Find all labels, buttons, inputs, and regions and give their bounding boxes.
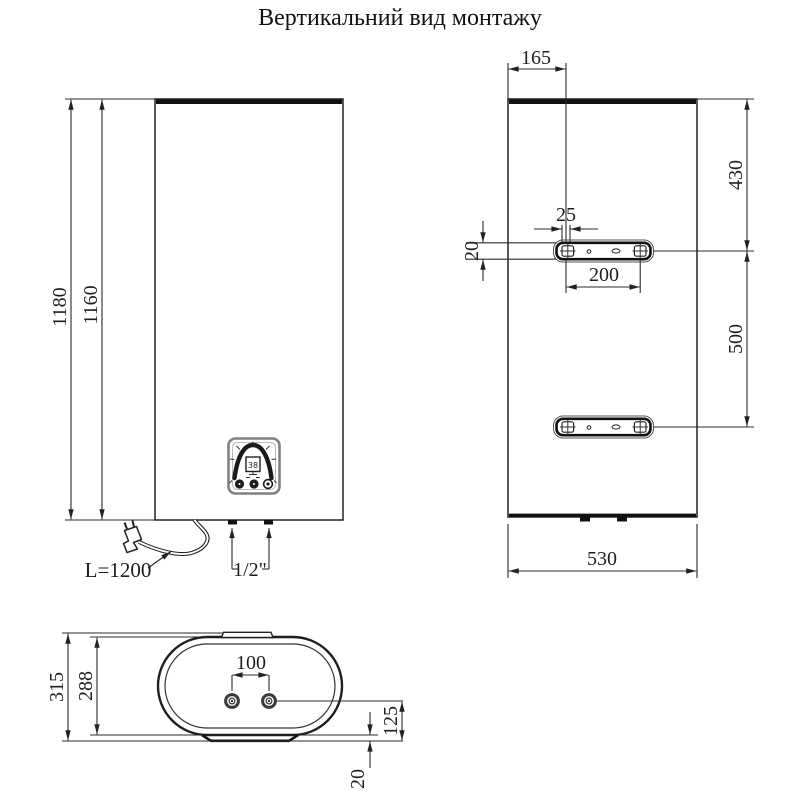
front-view: 38: [49, 98, 344, 582]
side-body: [507, 98, 698, 518]
panel-inner-frame: [232, 442, 276, 490]
pipe-stub-right: [264, 520, 273, 525]
cable-length-label: L=1200: [85, 558, 152, 582]
front-dimensions: 1180 1160 L=1200 1/2": [49, 98, 272, 582]
pipe-stub-left: [228, 520, 237, 525]
dim-hook-width: 25: [556, 204, 576, 226]
page-title: Вертикальний вид монтажу: [258, 5, 542, 31]
dim-body-height: 1160: [80, 285, 102, 324]
dim-body-depth: 288: [75, 671, 97, 701]
back-tab: [220, 631, 275, 639]
side-view: 165 25: [461, 47, 754, 578]
pipe-connection-left: [224, 693, 240, 709]
dim-foot-offset: 20: [347, 769, 369, 789]
display-value: 38: [248, 461, 258, 470]
gauge-arc: [232, 442, 274, 481]
upper-mounting-bracket: [553, 239, 654, 263]
dim-pipe-offset: 125: [380, 706, 402, 736]
side-pipe-stub-left: [580, 517, 590, 522]
pipe-size-label: 1/2": [233, 559, 267, 581]
pipe-connection-right: [261, 693, 277, 709]
dim-hole-spacing: 200: [589, 264, 619, 286]
dim-overall-height: 1180: [49, 287, 71, 326]
tank-inner-outline: [164, 643, 336, 729]
dim-top-to-bracket: 430: [725, 160, 747, 190]
lower-mounting-bracket: [553, 415, 654, 439]
dim-overall-depth: 315: [46, 672, 68, 702]
control-panel: 38: [227, 437, 281, 495]
dim-width: 530: [587, 548, 617, 570]
power-cable: [138, 518, 210, 557]
bottom-view: 100 125 20 315 288: [46, 631, 405, 789]
dim-pipe-spacing: 100: [236, 652, 266, 674]
power-plug: [122, 520, 143, 554]
dim-bracket-depth: 20: [461, 241, 483, 261]
dim-bracket-spacing: 500: [725, 324, 747, 354]
side-pipe-stub-right: [617, 517, 627, 522]
dim-bracket-offset: 165: [521, 47, 551, 69]
